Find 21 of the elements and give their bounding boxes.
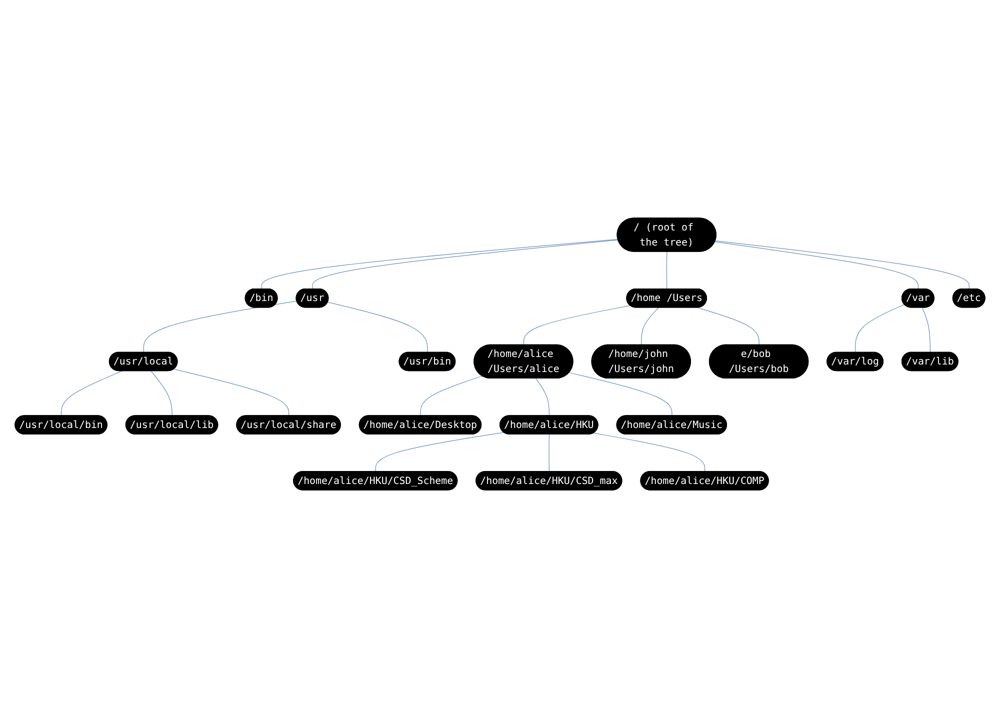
connector — [261, 238, 618, 289]
connector — [328, 301, 428, 352]
connector — [855, 304, 905, 352]
connector — [593, 432, 706, 472]
connector — [666, 251, 668, 289]
connector — [922, 306, 931, 352]
connector — [568, 372, 672, 416]
connector — [697, 306, 760, 345]
connector — [714, 241, 919, 289]
connector — [312, 239, 618, 289]
connector — [548, 434, 550, 472]
connector — [143, 300, 298, 352]
connector — [536, 378, 550, 416]
connector — [174, 368, 290, 416]
connector — [60, 370, 122, 416]
connector — [715, 240, 970, 289]
connector — [150, 370, 172, 416]
connector — [420, 375, 482, 416]
connector — [375, 432, 504, 472]
connector — [641, 306, 659, 345]
connector — [523, 304, 630, 345]
